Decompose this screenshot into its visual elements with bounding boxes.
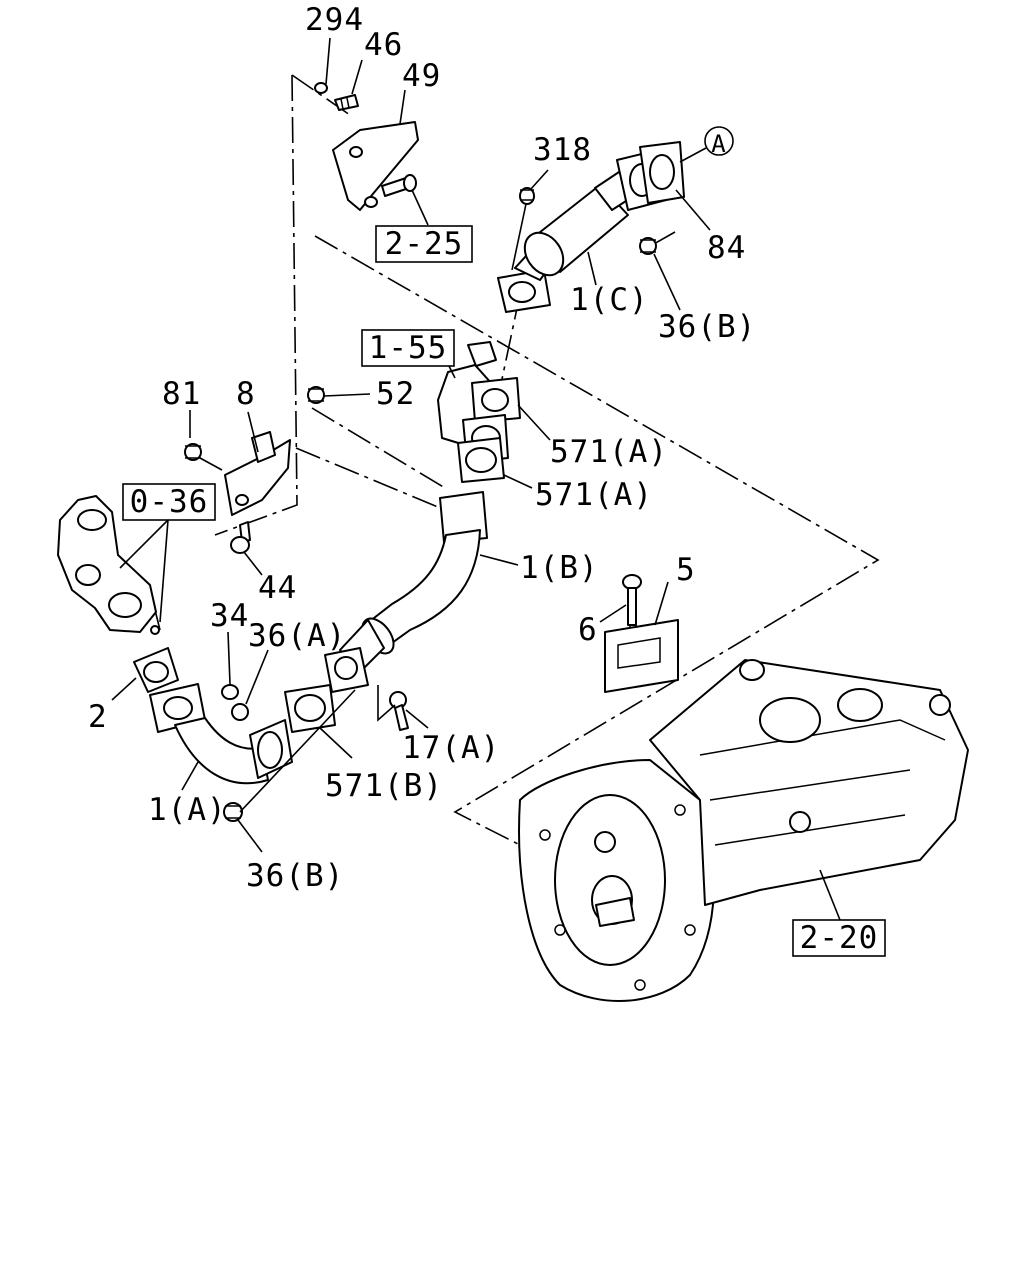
- label-571a-upper: 571(A): [550, 434, 668, 470]
- label-plate-5-part: [604, 574, 679, 693]
- ref-label-2-20[interactable]: 2-20: [800, 920, 879, 956]
- pipe-1b-part: [324, 491, 488, 731]
- label-49: 49: [402, 58, 441, 94]
- pipe-1a-part: [133, 647, 336, 822]
- label-46: 46: [364, 27, 403, 63]
- label-17a: 17(A): [402, 730, 500, 766]
- ref-label-1-55[interactable]: 1-55: [369, 330, 448, 366]
- label-8: 8: [236, 376, 256, 412]
- label-84: 84: [707, 230, 746, 266]
- ref-label-0-36[interactable]: 0-36: [130, 484, 209, 520]
- reference-boxes: 2-25 1-55 0-36 2-20: [122, 225, 886, 957]
- label-5: 5: [676, 552, 696, 588]
- transmission-2-20-part: [518, 659, 969, 1002]
- bracket-49-part: [314, 82, 419, 211]
- ref-box-2-20[interactable]: [792, 919, 886, 957]
- leader-lines: [111, 37, 841, 921]
- ref-label-2-25[interactable]: 2-25: [385, 226, 464, 262]
- label-571a-lower: 571(A): [535, 477, 653, 513]
- label-81: 81: [162, 376, 201, 412]
- label-36b-top: 36(B): [658, 309, 756, 345]
- label-6: 6: [578, 612, 598, 648]
- label-34: 34: [210, 598, 249, 634]
- label-318: 318: [533, 132, 592, 168]
- label-36b-bottom: 36(B): [246, 858, 344, 894]
- part-number-labels: 294 46 49 318 84 1(C) 36(B) 81 8 52 571(…: [88, 2, 756, 894]
- label-36a: 36(A): [248, 618, 346, 654]
- label-44: 44: [258, 570, 297, 606]
- ref-box-1-55[interactable]: [361, 329, 455, 367]
- circle-a-marker: A: [704, 126, 734, 158]
- circle-a-label: A: [711, 130, 726, 158]
- bracket-8-part: [184, 431, 291, 554]
- label-294: 294: [305, 2, 364, 38]
- label-571b: 571(B): [325, 768, 443, 804]
- label-1b: 1(B): [520, 550, 599, 586]
- label-1a: 1(A): [148, 792, 227, 828]
- converter-1c-part: [497, 141, 685, 313]
- label-2: 2: [88, 699, 108, 735]
- manifold-0-36-part: [57, 495, 160, 635]
- ref-box-0-36[interactable]: [122, 483, 216, 521]
- pipe-1-55-assembly: [307, 341, 521, 483]
- label-52: 52: [376, 376, 415, 412]
- ref-box-2-25[interactable]: [375, 225, 473, 263]
- label-1c: 1(C): [570, 282, 649, 318]
